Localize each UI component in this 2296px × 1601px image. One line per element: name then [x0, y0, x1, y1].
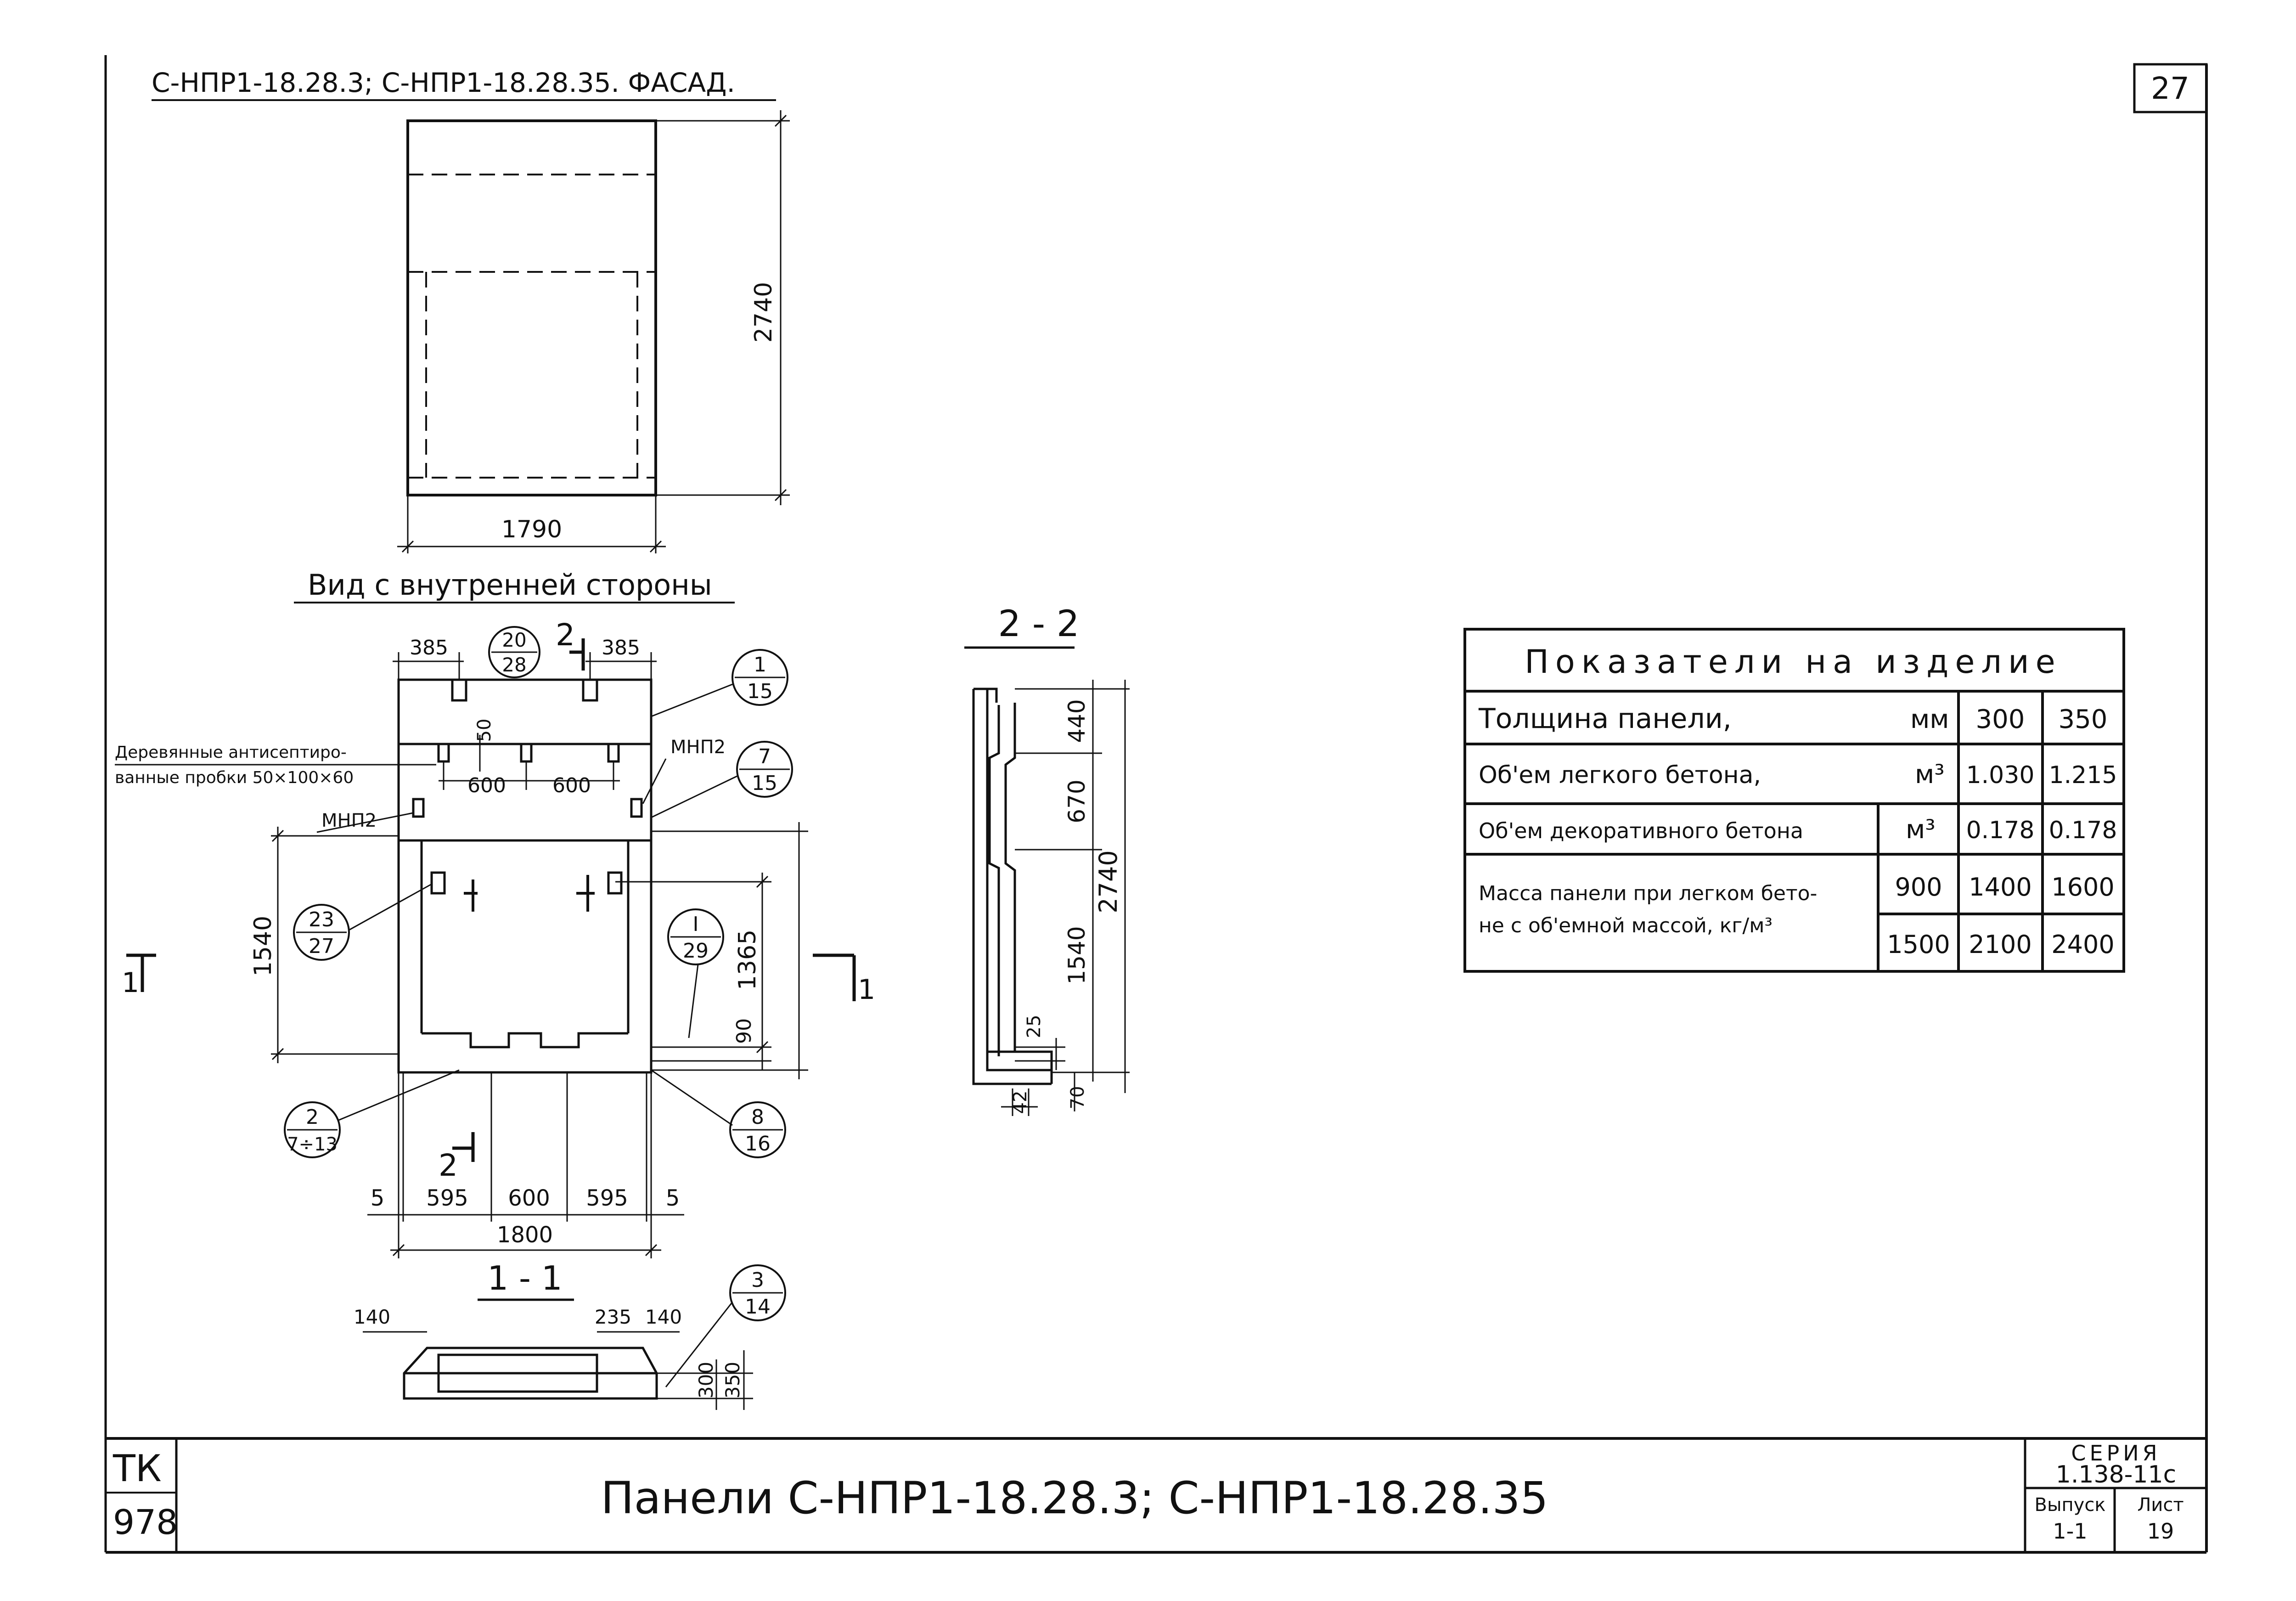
- dim-2740-section: 2740: [1094, 850, 1123, 913]
- row-light-volume-unit: м³: [1915, 760, 1945, 789]
- row-light-volume-v1: 1.030: [1966, 761, 2035, 789]
- row-light-volume-label: Об'ем легкого бетона,: [1479, 761, 1761, 789]
- row-deco-volume-label: Об'ем декоративного бетона: [1479, 818, 1803, 843]
- row-thickness-v2: 350: [2059, 705, 2108, 734]
- dim-1540: 1540: [249, 916, 277, 976]
- dim-300: 300: [695, 1362, 717, 1398]
- mass-row-2-v2: 2400: [2051, 930, 2114, 959]
- dim-1800: 1800: [497, 1222, 553, 1248]
- dim-595-left: 595: [426, 1185, 468, 1211]
- table-title: Показатели на изделие: [1525, 643, 2061, 681]
- dim-670: 670: [1064, 779, 1090, 823]
- dim-385-left: 385: [410, 636, 448, 660]
- title-block: ТК 978 Панели С-НПР1-18.28.3; С-НПР1-18.…: [113, 1438, 2206, 1552]
- callout-7-top: 8: [751, 1105, 764, 1129]
- section-mark-bottom: 2: [439, 1148, 458, 1183]
- facade-heading: С-НПР1-18.28.3; С-НПР1-18.28.35. ФАСАД.: [152, 67, 735, 98]
- row-thickness-unit: мм: [1910, 705, 1949, 734]
- row-deco-volume-v2: 0.178: [2049, 817, 2117, 844]
- dim-140-left: 140: [354, 1306, 390, 1328]
- mass-row-1-v1: 1400: [1969, 873, 2032, 902]
- dim-235: 235: [595, 1306, 631, 1328]
- callout-1-top: 20: [502, 629, 526, 651]
- section-1-1: 1 - 1 140 235 140 300 350: [354, 1259, 753, 1410]
- note-line-1: Деревянные антисептиро-: [115, 743, 347, 762]
- dim-1540-section: 1540: [1064, 926, 1090, 984]
- mass-label-line-2: не с об'емной массой, кг/м³: [1479, 914, 1773, 937]
- callout-1-bottom: 28: [502, 654, 526, 676]
- row-deco-volume-unit: м³: [1906, 815, 1936, 845]
- facade-dim-height: 2740: [750, 282, 777, 343]
- mass-label-line-1: Масса панели при легком бето-: [1479, 882, 1817, 905]
- dim-140-right: 140: [645, 1306, 682, 1328]
- sheet-frame: [104, 55, 2208, 1554]
- callout-4-bottom: 27: [309, 935, 334, 958]
- callout-5-top: I: [693, 913, 699, 936]
- section-22-title: 2 - 2: [998, 603, 1080, 645]
- section-11-title: 1 - 1: [487, 1259, 562, 1297]
- callout-4-top: 23: [309, 908, 334, 931]
- mass-row-1-v2: 1600: [2051, 873, 2114, 902]
- dim-50: 50: [474, 719, 495, 742]
- dim-385-right: 385: [602, 636, 640, 660]
- inner-view: Вид с внутренней стороны: [115, 568, 875, 1387]
- callout-6-bottom: 7÷13: [287, 1134, 338, 1155]
- callout-2-bottom: 15: [747, 680, 773, 703]
- inner-view-heading: Вид с внутренней стороны: [308, 568, 712, 602]
- callout-8-bottom: 14: [745, 1295, 771, 1319]
- label-mnp2-right: МНП2: [670, 737, 726, 758]
- facade-view: С-НПР1-18.28.3; С-НПР1-18.28.35. ФАСАД. …: [152, 67, 790, 553]
- callout-2-top: 1: [754, 653, 766, 676]
- section-mark-left: 1: [122, 967, 139, 999]
- dim-5-left: 5: [371, 1185, 385, 1211]
- main-title: Панели С-НПР1-18.28.3; С-НПР1-18.28.35: [601, 1472, 1548, 1524]
- dim-70: 70: [1067, 1086, 1088, 1110]
- callout-3-top: 7: [758, 745, 771, 768]
- mass-row-2-density: 1500: [1887, 930, 1950, 959]
- dim-350: 350: [721, 1362, 744, 1398]
- dim-600-bottom: 600: [508, 1185, 550, 1211]
- dim-42: 42: [1010, 1091, 1031, 1114]
- row-light-volume-v2: 1.215: [2049, 761, 2117, 789]
- org-number: 978: [113, 1503, 178, 1542]
- dim-600-right: 600: [552, 774, 591, 797]
- sheet-number-box: 27: [2133, 63, 2208, 113]
- callout-5-bottom: 29: [683, 939, 709, 963]
- sheet-number: 27: [2151, 71, 2189, 106]
- row-thickness-label: Толщина панели,: [1478, 703, 1732, 735]
- callout-8-top: 3: [751, 1268, 764, 1292]
- row-deco-volume-v1: 0.178: [1966, 817, 2035, 844]
- sheet-label: Лист: [2137, 1494, 2183, 1516]
- section-mark-right: 1: [858, 974, 875, 1006]
- section-mark-top: 2: [556, 617, 575, 653]
- mass-row-1-density: 900: [1895, 873, 1942, 902]
- dim-600-left: 600: [467, 774, 506, 797]
- dim-1365: 1365: [734, 930, 761, 990]
- issue-value: 1-1: [2053, 1519, 2087, 1544]
- callout-3-bottom: 15: [752, 772, 777, 795]
- section-2-2: 2 - 2 440 670 1540 2740: [964, 603, 1130, 1116]
- callout-6-top: 2: [306, 1105, 319, 1129]
- dim-90: 90: [732, 1018, 756, 1044]
- issue-label: Выпуск: [2035, 1494, 2106, 1516]
- callout-7-bottom: 16: [745, 1132, 771, 1156]
- org-code: ТК: [113, 1447, 162, 1490]
- series-value: 1.138-11с: [2056, 1461, 2176, 1488]
- facade-dim-width: 1790: [501, 516, 562, 543]
- dim-5-right: 5: [666, 1185, 680, 1211]
- dim-440: 440: [1064, 699, 1090, 743]
- note-line-2: ванные пробки 50×100×60: [115, 768, 354, 787]
- indicators-table: Показатели на изделие Толщина панели, мм…: [1463, 628, 2125, 973]
- mass-row-2-v1: 2100: [1969, 930, 2032, 959]
- sheet-value: 19: [2147, 1519, 2174, 1544]
- dim-25: 25: [1024, 1015, 1045, 1038]
- row-thickness-v1: 300: [1976, 705, 2025, 734]
- dim-595-right: 595: [586, 1185, 628, 1211]
- series-label: СЕРИЯ: [2071, 1441, 2161, 1466]
- label-mnp2-left: МНП2: [321, 810, 377, 831]
